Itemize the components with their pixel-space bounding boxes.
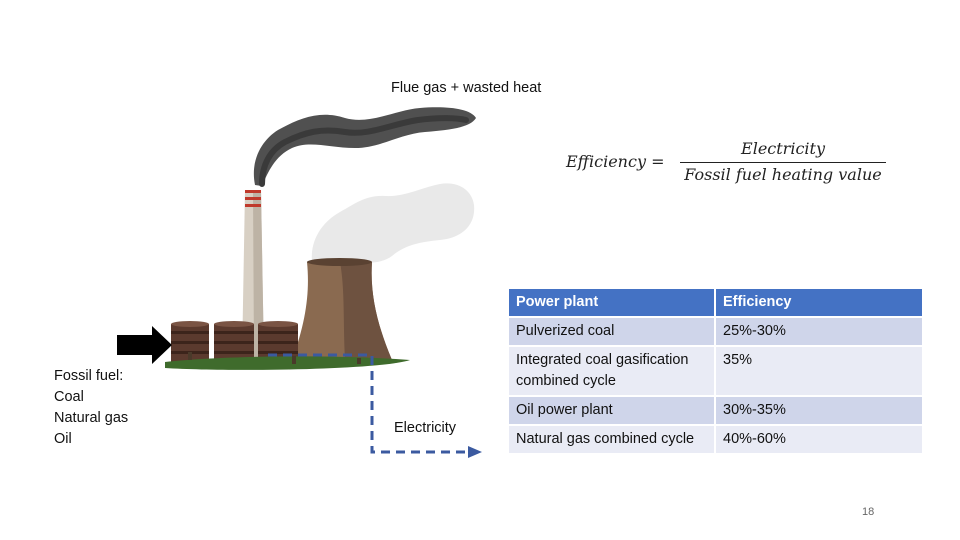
- table-cell: 35%: [716, 347, 922, 397]
- table-row: Pulverized coal 25%-30%: [509, 318, 922, 347]
- formula-fraction-bar: [680, 162, 886, 163]
- dark-smoke: [253, 107, 476, 187]
- table-cell: 25%-30%: [716, 318, 922, 347]
- table-cell: Integrated coal gasification combined cy…: [509, 347, 716, 397]
- table-row: Oil power plant 30%-35%: [509, 397, 922, 426]
- flue-gas-label: Flue gas + wasted heat: [391, 80, 542, 96]
- efficiency-table: Power plant Efficiency Pulverized coal 2…: [509, 289, 922, 455]
- fossil-fuel-title: Fossil fuel:: [54, 368, 124, 384]
- light-smoke: [311, 183, 475, 263]
- electricity-arrow: [268, 353, 470, 454]
- formula-lhs: Efficiency =: [566, 152, 665, 171]
- cooling-tower: [292, 258, 392, 360]
- table-cell: Pulverized coal: [509, 318, 716, 347]
- formula-numerator: Electricity: [741, 139, 825, 158]
- table-header-row: Power plant Efficiency: [509, 289, 922, 318]
- fossil-fuel-item: Coal: [54, 389, 84, 405]
- table-cell: Natural gas combined cycle: [509, 426, 716, 455]
- chimney: [242, 190, 264, 360]
- formula-denominator: Fossil fuel heating value: [684, 165, 882, 184]
- fossil-fuel-list: Fossil fuel: Coal Natural gas Oil: [54, 366, 128, 450]
- table-cell: 30%-35%: [716, 397, 922, 426]
- table-row: Natural gas combined cycle 40%-60%: [509, 426, 922, 455]
- slide-number: 18: [862, 506, 875, 518]
- table-cell: 40%-60%: [716, 426, 922, 455]
- efficiency-formula: Efficiency = Electricity Fossil fuel hea…: [566, 138, 890, 190]
- table-cell: Oil power plant: [509, 397, 716, 426]
- electricity-label: Electricity: [394, 420, 457, 436]
- fossil-fuel-item: Natural gas: [54, 410, 129, 426]
- fossil-fuel-item: Oil: [54, 431, 72, 447]
- table-header-cell: Power plant: [509, 289, 716, 318]
- grass-base: [165, 352, 410, 370]
- electricity-arrowhead: [468, 446, 482, 458]
- table-row: Integrated coal gasification combined cy…: [509, 347, 922, 397]
- fuel-input-arrow: [117, 326, 172, 364]
- table-header-cell: Efficiency: [716, 289, 922, 318]
